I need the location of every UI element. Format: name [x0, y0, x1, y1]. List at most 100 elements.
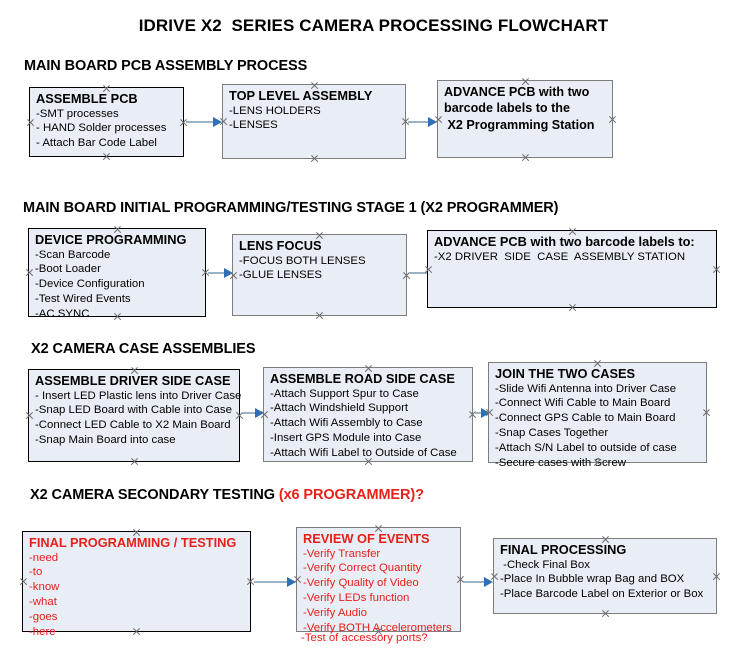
node-device-programming[interactable]: DEVICE PROGRAMMING -Scan Barcode -Boot L… [25, 225, 206, 320]
node-line: -Verify LEDs function [303, 592, 410, 605]
node-title: TOP LEVEL ASSEMBLY [229, 88, 373, 103]
node-title: JOIN THE TWO CASES [495, 366, 636, 381]
node-join-the-two-cases[interactable]: JOIN THE TWO CASES -Slide Wifi Antenna i… [485, 359, 707, 469]
section-title-case-assemblies: X2 CAMERA CASE ASSEMBLIES [31, 341, 256, 357]
node-top-level-assembly[interactable]: TOP LEVEL ASSEMBLY -LENS HOLDERS -LENSES [222, 84, 406, 159]
connection-handle-top[interactable] [374, 524, 383, 533]
connection-handle-left[interactable] [424, 265, 433, 274]
node-title: ASSEMBLE DRIVER SIDE CASE [35, 373, 231, 388]
node-line: - Insert LED Plastic lens into Driver Ca… [35, 389, 242, 402]
connection-handle-top[interactable] [132, 528, 141, 537]
connection-handle-top[interactable] [593, 359, 602, 368]
node-assemble-driver-side-case[interactable]: ASSEMBLE DRIVER SIDE CASE - Insert LED P… [25, 366, 242, 462]
node-line: -Insert GPS Module into Case [270, 432, 422, 445]
connection-handle-top[interactable] [521, 77, 530, 86]
connection-handle-left[interactable] [260, 410, 269, 419]
connection-handle-bottom[interactable] [601, 609, 610, 618]
node-advance-pcb-to-driver-case[interactable]: ADVANCE PCB with two barcode labels to: … [427, 230, 717, 308]
node-line: -Connect LED Cable to X2 Main Board [35, 419, 231, 432]
connection-handle-bottom[interactable] [113, 312, 122, 321]
connection-handle-left[interactable] [26, 118, 35, 127]
node-line: -need [29, 551, 59, 564]
connection-handle-left[interactable] [25, 268, 34, 277]
node-line: -Scan Barcode [35, 248, 111, 261]
node-line: -Slide Wifi Antenna into Driver Case [495, 382, 677, 395]
connection-handle-right[interactable] [608, 115, 617, 124]
node-line: -to [29, 566, 43, 579]
node-line: -Check Final Box [500, 558, 590, 571]
connection-handle-right[interactable] [702, 408, 711, 417]
node-line: -goes [29, 610, 58, 623]
connection-handle-left[interactable] [19, 577, 28, 586]
node-assemble-road-side-case[interactable]: ASSEMBLE ROAD SIDE CASE -Attach Support … [263, 367, 473, 462]
section-title-initial-programming: MAIN BOARD INITIAL PROGRAMMING/TESTING S… [23, 200, 559, 216]
arrow-assemble-pcb-to-top-level [186, 117, 222, 127]
node-line: -FOCUS BOTH LENSES [239, 254, 366, 267]
connection-handle-right[interactable] [712, 572, 721, 581]
connection-handle-left[interactable] [485, 408, 494, 417]
connection-handle-left[interactable] [490, 572, 499, 581]
node-line: -Place In Bubble wrap Bag and BOX [500, 573, 685, 586]
node-line: -Attach Wifi Assembly to Case [270, 417, 423, 430]
node-line: -AC SYNC [35, 307, 90, 320]
connection-handle-top[interactable] [113, 225, 122, 234]
arrow-top-level-to-advance-pcb [408, 117, 437, 127]
node-line: -Verify Audio [303, 606, 367, 619]
node-line: - Attach Bar Code Label [36, 137, 157, 150]
connection-handle-bottom[interactable] [130, 457, 139, 466]
node-line: X2 Programming Station [444, 117, 595, 132]
connection-handle-bottom[interactable] [593, 458, 602, 467]
connection-handle-left[interactable] [434, 115, 443, 124]
node-title: FINAL PROCESSING [500, 542, 627, 557]
node-line: -Snap Main Board into case [35, 434, 176, 447]
section-title-accent: (x6 PROGRAMMER)? [278, 487, 424, 503]
node-line: -Attach Wifi Label to Outside of Case [270, 446, 457, 459]
connection-handle-top[interactable] [364, 364, 373, 373]
connection-handle-top[interactable] [130, 366, 139, 375]
node-line: - HAND Solder processes [36, 122, 167, 135]
connection-handle-left[interactable] [293, 575, 302, 584]
connection-handle-bottom[interactable] [310, 154, 319, 163]
section-title-secondary-testing: X2 CAMERA SECONDARY TESTING (x6 PROGRAMM… [30, 487, 424, 503]
arrow-final-programming-to-review-events [254, 577, 296, 587]
node-review-of-events[interactable]: REVIEW OF EVENTS -Verify Transfer -Verif… [293, 524, 461, 634]
section-title-text: X2 CAMERA SECONDARY TESTING [30, 487, 279, 503]
connection-handle-bottom[interactable] [315, 311, 324, 320]
connection-handle-top[interactable] [601, 535, 610, 544]
node-line: -Verify Quality of Video [303, 577, 419, 590]
node-title: ASSEMBLE PCB [36, 91, 138, 106]
node-line: -Snap LED Board with Cable into Case [35, 404, 232, 417]
connection-handle-left[interactable] [229, 271, 238, 280]
node-line: -Verify Correct Quantity [303, 562, 422, 575]
node-lens-focus[interactable]: LENS FOCUS -FOCUS BOTH LENSES -GLUE LENS… [232, 234, 407, 316]
node-title: LENS FOCUS [239, 238, 322, 253]
node-line: -Test Wired Events [35, 293, 131, 306]
connection-handle-top[interactable] [102, 84, 111, 93]
connection-handle-left[interactable] [219, 117, 228, 126]
arrow-review-events-to-final-processing [463, 577, 493, 587]
connection-handle-right[interactable] [712, 265, 721, 274]
node-final-programming-testing[interactable]: FINAL PROGRAMMING / TESTING -need -to -k… [19, 528, 251, 638]
connection-handle-top[interactable] [310, 81, 319, 90]
node-final-processing[interactable]: FINAL PROCESSING -Check Final Box -Place… [493, 538, 717, 614]
connection-handle-bottom[interactable] [132, 627, 141, 636]
page-title: IDRIVE X2 SERIES CAMERA PROCESSING FLOWC… [138, 16, 609, 35]
node-line: -Device Configuration [35, 278, 145, 291]
connection-handle-top[interactable] [315, 231, 324, 240]
connection-handle-bottom[interactable] [364, 457, 373, 466]
node-line: -Attach Windshield Support [270, 402, 409, 415]
node-line: -Connect Wifi Cable to Main Board [495, 397, 671, 410]
connection-handle-bottom[interactable] [568, 303, 577, 312]
node-title: DEVICE PROGRAMMING [35, 232, 187, 247]
connection-handle-left[interactable] [25, 411, 34, 420]
connection-handle-bottom[interactable] [102, 152, 111, 161]
connection-handle-bottom[interactable] [521, 153, 530, 162]
node-assemble-pcb[interactable]: ASSEMBLE PCB -SMT processes - HAND Solde… [29, 87, 184, 157]
section-title-pcb-assembly: MAIN BOARD PCB ASSEMBLY PROCESS [24, 58, 308, 74]
node-line: -LENSES [229, 119, 278, 132]
node-line: -know [29, 581, 60, 594]
connection-handle-top[interactable] [568, 227, 577, 236]
node-title: FINAL PROGRAMMING / TESTING [29, 535, 237, 550]
node-advance-pcb-to-programming[interactable]: ADVANCE PCB with two barcode labels to t… [437, 80, 613, 158]
node-title: ASSEMBLE ROAD SIDE CASE [270, 371, 455, 386]
